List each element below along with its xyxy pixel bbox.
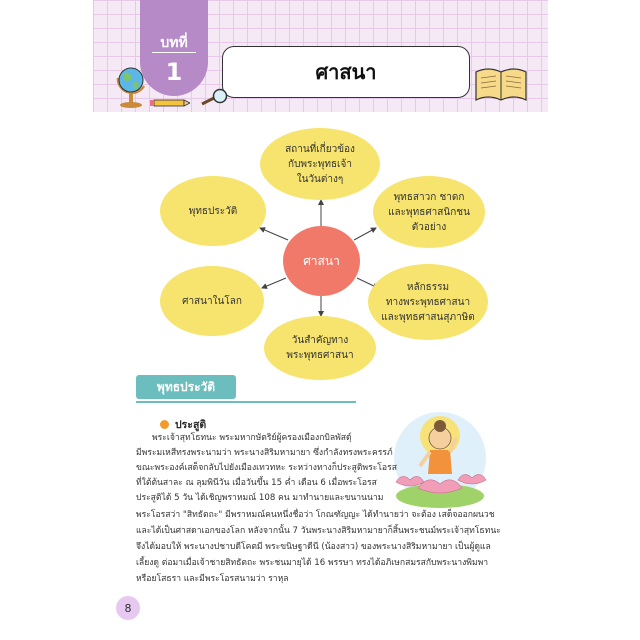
- buddha-lotus-illustration: [394, 412, 487, 508]
- pencil-icon: [150, 99, 190, 107]
- node-line: กับพระพุทธเจ้า: [288, 158, 352, 170]
- paragraph-line: ขณะพระองค์เสด็จกลับไปยังเมืองเทวทหะ ระหว…: [136, 463, 397, 473]
- node-line: และพุทธศาสนสุภาษิต: [381, 311, 475, 323]
- open-book-icon: [475, 68, 527, 101]
- node-line: ในวันต่างๆ: [296, 173, 344, 185]
- section-underline: [136, 401, 356, 403]
- node-line: พุทธสาวก ชาดก: [393, 191, 465, 203]
- node-line: วันสำคัญทาง: [291, 335, 349, 346]
- connector-upper-left: [259, 227, 289, 241]
- subheading: ประสูติ: [160, 416, 206, 433]
- chapter-number: 1: [165, 58, 183, 86]
- paragraph-line: พระโอรสว่า "สิทธัตถะ" มีพราหมณ์คนหนึ่งชื…: [136, 510, 495, 520]
- node-line: พระพุทธศาสนา: [286, 350, 354, 361]
- globe-icon: [116, 67, 146, 108]
- chapter-tab: บทที่ 1: [140, 0, 208, 96]
- page-title: ศาสนา: [222, 46, 470, 98]
- paragraph-line: พระเจ้าสุทโธทนะ พระมหากษัตริย์ผู้ครองเมื…: [152, 433, 352, 443]
- node-line: ศาสนาในโลก: [182, 295, 242, 307]
- node-line: หลักธรรม: [406, 281, 450, 293]
- paragraph-line: เลี้ยงดู ต่อมาเมื่อเจ้าชายสิทธัตถะ พระชน…: [136, 558, 489, 568]
- node-line: สถานที่เกี่ยวข้อง: [285, 143, 355, 155]
- node-line: ตัวอย่าง: [411, 221, 447, 233]
- paragraph-line: จึงได้มอบให้ พระนางปชาบดีโคตมี พระขนิษฐา…: [136, 542, 491, 552]
- chapter-word: บทที่: [160, 35, 188, 51]
- paragraph-line: ประสูติได้ 5 วัน ได้เชิญพราหมณ์ 108 คน ม…: [136, 493, 384, 503]
- chapter-divider: [152, 52, 196, 53]
- node-line: ทางพระพุทธศาสนา: [385, 296, 471, 308]
- connector-lower-left: [261, 277, 287, 289]
- paragraph-line: และได้เป็นศาสดาเอกของโลก หลังจากนั้น 7 ว…: [136, 526, 501, 536]
- mindmap-node-lower-right: หลักธรรมทางพระพุทธศาสนาและพุทธศาสนสุภาษิ…: [368, 264, 488, 340]
- mindmap-center: ศาสนา: [283, 226, 360, 296]
- section-title: พุทธประวัติ: [136, 375, 236, 399]
- mindmap-node-upper-left: พุทธประวัติ: [160, 176, 266, 246]
- paragraph-line: มีพระมเหสีทรงพระนามว่า พระนางสิริมหามายา…: [136, 448, 393, 458]
- mindmap-node-top: สถานที่เกี่ยวข้องกับพระพุทธเจ้าในวันต่าง…: [260, 128, 380, 200]
- mindmap-node-lower-left: ศาสนาในโลก: [160, 266, 264, 336]
- mindmap-node-upper-right: พุทธสาวก ชาดกและพุทธศาสนิกชนตัวอย่าง: [373, 176, 485, 248]
- paragraph-line: ที่ใต้ต้นสาละ ณ ลุมพินีวัน เมื่อวันขึ้น …: [136, 478, 377, 488]
- node-line: และพุทธศาสนิกชน: [388, 206, 470, 218]
- magnifier-icon: [201, 88, 228, 106]
- mindmap-node-bottom: วันสำคัญทางพระพุทธศาสนา: [264, 316, 376, 380]
- node-line: พุทธประวัติ: [188, 205, 238, 217]
- page-number: 8: [116, 596, 140, 620]
- paragraph-line: หรือยโสธรา และมีพระโอรสนามว่า ราหุล: [136, 574, 289, 584]
- subheading-text: ประสูติ: [175, 419, 207, 431]
- connector-upper-right: [353, 227, 377, 241]
- orange-bullet-icon: [160, 420, 169, 429]
